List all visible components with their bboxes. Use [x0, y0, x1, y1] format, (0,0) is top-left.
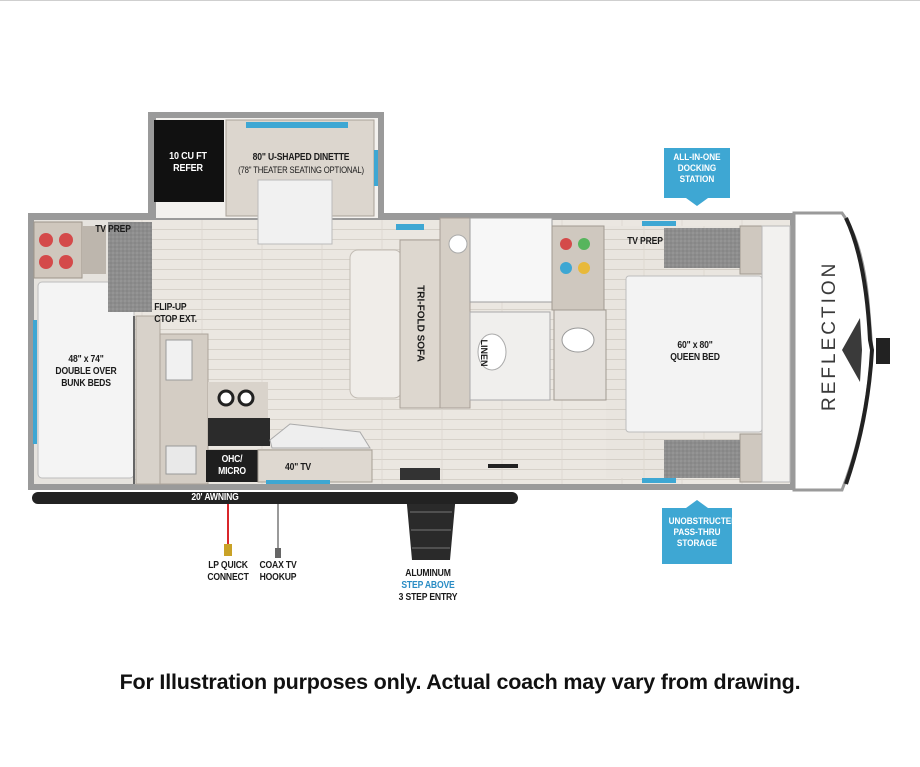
- top-rule: [0, 0, 920, 1]
- linen-label: LINEN: [479, 339, 489, 367]
- dinette-table: [257, 179, 333, 245]
- ohc-micro-label: OHC/MICRO: [218, 454, 246, 477]
- brand-wordmark: REFLECTION: [819, 260, 840, 411]
- docking-callout-pointer: [686, 198, 708, 206]
- bunk-window: [33, 320, 37, 444]
- shower: [469, 217, 553, 303]
- kingpin: [876, 338, 890, 364]
- dinette-label: 80" U-SHAPED DINETTE (78" THEATER SEATIN…: [238, 152, 364, 175]
- disclaimer-text: For Illustration purposes only. Actual c…: [119, 670, 801, 694]
- step-entry-label: ALUMINUM STEP ABOVE 3 STEP ENTRY: [398, 568, 458, 603]
- tv-40-label: 40" TV: [284, 462, 311, 473]
- queen-bed-label: 60" x 80"QUEEN BED: [670, 340, 720, 363]
- awning-label: 20' AWNING: [191, 492, 239, 503]
- tv-prep-rear-label: TV PREP: [95, 224, 131, 235]
- tv-prep-front-label: TV PREP: [627, 236, 663, 247]
- storage-callout-pointer: [686, 500, 708, 508]
- tri-fold-sofa: [349, 249, 403, 399]
- sofa-label: TRI-FOLD SOFA: [414, 285, 426, 362]
- refrigerator: [154, 120, 224, 202]
- awning-bar: [32, 492, 518, 504]
- dinette-window: [246, 122, 348, 128]
- microwave: [206, 450, 258, 482]
